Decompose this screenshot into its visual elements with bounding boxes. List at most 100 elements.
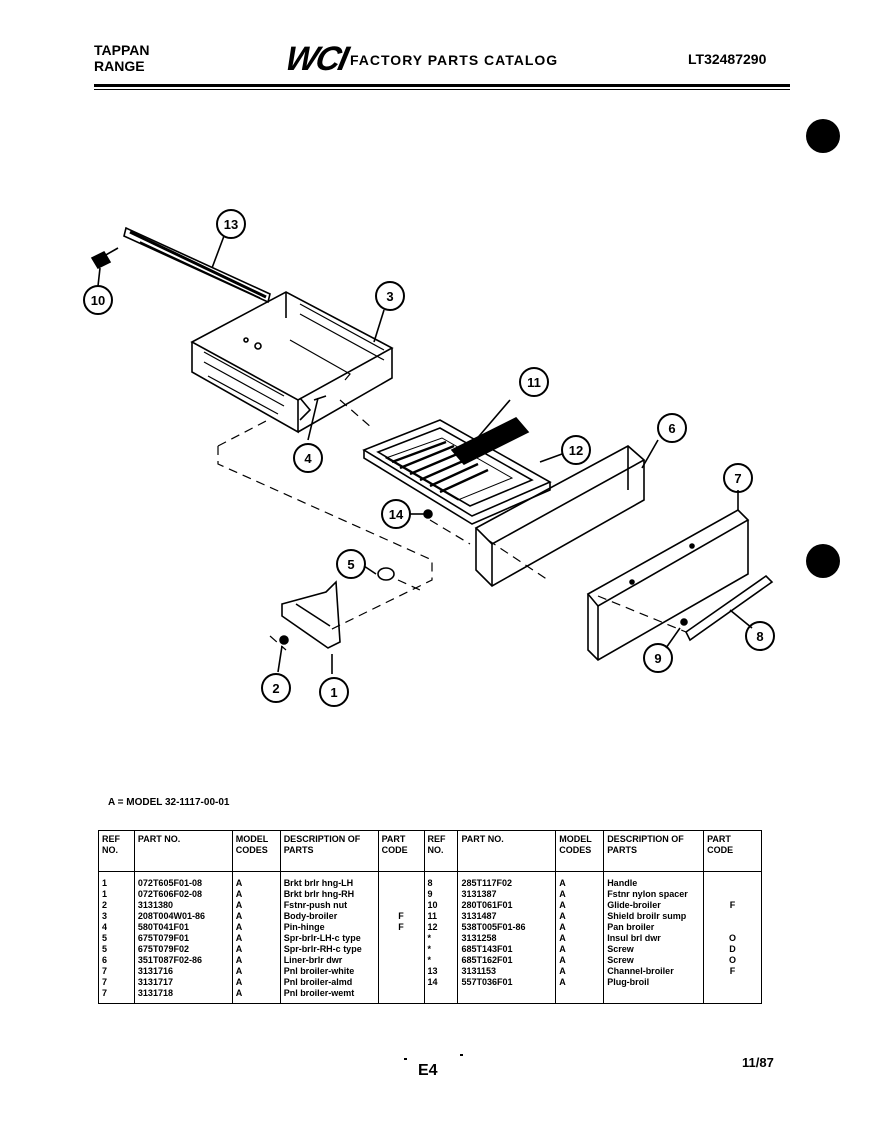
cell-part-code — [377, 889, 425, 900]
cell-model-code: A — [231, 977, 281, 988]
cell-ref-no: 8 — [423, 871, 459, 889]
cell-part-no: 580T041F01 — [133, 922, 233, 933]
cell-description — [603, 988, 705, 1004]
cell-description: Pnl broiler-wemt — [279, 988, 379, 1004]
assembly-guide-lines — [217, 399, 687, 651]
cell-model-code: A — [555, 871, 605, 889]
cell-part-no: 685T162F01 — [457, 955, 557, 966]
cell-description: Screw — [603, 944, 705, 955]
scan-speck — [404, 1058, 407, 1060]
cell-ref-no: 6 — [98, 955, 135, 966]
cell-part-no: 351T087F02-86 — [133, 955, 233, 966]
part-3-body-broiler — [190, 291, 394, 434]
callout-10: 10 — [83, 267, 113, 315]
cell-description: Fstnr nylon spacer — [603, 889, 705, 900]
cell-part-no: 675T079F01 — [133, 933, 233, 944]
cell-ref-no: * — [423, 955, 459, 966]
cell-model-code: A — [231, 955, 281, 966]
svg-text:5: 5 — [347, 557, 354, 572]
catalog-code: LT32487290 — [688, 51, 767, 67]
part-1-hinge-bracket — [281, 580, 341, 674]
table-header-row: REF NO. PART NO. MODEL CODES DESCRIPTION… — [98, 830, 762, 872]
cell-model-code — [555, 988, 605, 1004]
cell-model-code: A — [231, 900, 281, 911]
cell-part-code: O — [703, 955, 762, 966]
cell-ref-no: 10 — [423, 900, 459, 911]
cell-model-code: A — [231, 944, 281, 955]
cell-description: Screw — [603, 955, 705, 966]
part-7-panel — [586, 490, 750, 661]
callout-12: 12 — [539, 435, 591, 465]
svg-text:1: 1 — [330, 685, 337, 700]
cell-description: Brkt brlr hng-LH — [279, 871, 379, 889]
cell-ref-no: 7 — [98, 977, 135, 988]
cell-part-code — [703, 889, 762, 900]
cell-part-code — [377, 900, 425, 911]
cell-part-code: F — [703, 966, 762, 977]
header-rule — [94, 84, 790, 87]
callout-13: 13 — [211, 209, 246, 269]
cell-ref-no: 14 — [423, 977, 459, 988]
callout-3: 3 — [373, 281, 405, 343]
svg-text:3: 3 — [386, 289, 393, 304]
col-description: DESCRIPTION OF PARTS — [279, 830, 379, 872]
svg-text:13: 13 — [224, 217, 238, 232]
callout-5: 5 — [336, 549, 366, 579]
cell-part-no: 3131718 — [133, 988, 233, 1004]
cell-ref-no: 2 — [98, 900, 135, 911]
cell-part-no: 3131153 — [457, 966, 557, 977]
cell-part-no: 072T605F01-08 — [133, 871, 233, 889]
col-part-code: PART CODE — [703, 830, 762, 872]
cell-description: Pin-hinge — [279, 922, 379, 933]
cell-ref-no: 13 — [423, 966, 459, 977]
part-5-spring — [363, 565, 395, 581]
binder-hole-top — [806, 119, 840, 153]
cell-description: Spr-brlr-LH-c type — [279, 933, 379, 944]
part-9-spacer — [665, 618, 688, 649]
cell-ref-no: * — [423, 944, 459, 955]
cell-part-no: 3131717 — [133, 977, 233, 988]
col-part-code: PART CODE — [377, 830, 425, 872]
cell-model-code: A — [555, 933, 605, 944]
col-ref-no: REF NO. — [423, 830, 459, 872]
callout-11: 11 — [519, 367, 549, 397]
svg-text:11: 11 — [527, 375, 541, 390]
col-description: DESCRIPTION OF PARTS — [603, 830, 705, 872]
svg-text:7: 7 — [734, 471, 741, 486]
cell-description: Pnl broiler-almd — [279, 977, 379, 988]
brand-line-2: RANGE — [94, 58, 145, 74]
cell-part-no: 538T005F01-86 — [457, 922, 557, 933]
cell-ref-no: 7 — [98, 966, 135, 977]
part-11-shield — [450, 399, 530, 465]
cell-model-code: A — [231, 922, 281, 933]
cell-ref-no: 12 — [423, 922, 459, 933]
cell-ref-no: * — [423, 933, 459, 944]
cell-ref-no: 7 — [98, 988, 135, 1004]
part-8-handle — [684, 574, 774, 642]
cell-description: Brkt brlr hng-RH — [279, 889, 379, 900]
callout-6: 6 — [657, 413, 687, 443]
cell-model-code: A — [555, 900, 605, 911]
cell-part-code: F — [377, 922, 425, 933]
cell-ref-no: 5 — [98, 944, 135, 955]
binder-hole-bottom — [806, 544, 840, 578]
cell-model-code: A — [231, 933, 281, 944]
callout-14: 14 — [381, 499, 424, 529]
cell-part-code: D — [703, 944, 762, 955]
header-rule-thin — [94, 89, 790, 90]
callout-8: 8 — [745, 621, 775, 651]
cell-part-code — [377, 955, 425, 966]
cell-part-code — [703, 922, 762, 933]
cell-model-code: A — [555, 966, 605, 977]
cell-ref-no: 9 — [423, 889, 459, 900]
cell-part-no: 3131380 — [133, 900, 233, 911]
part-13-channel — [123, 226, 271, 304]
cell-model-code: A — [555, 889, 605, 900]
